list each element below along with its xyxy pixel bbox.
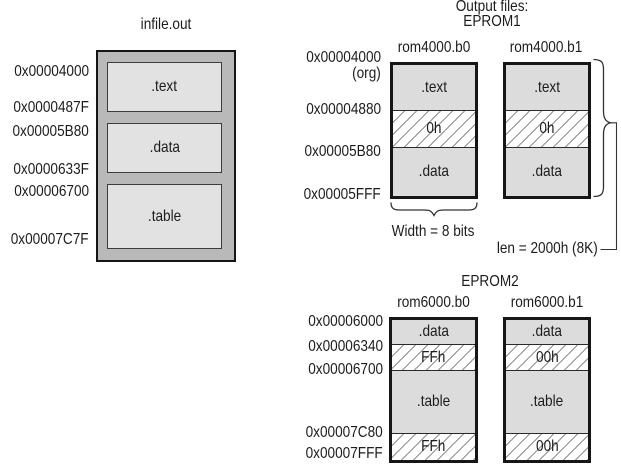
infile-section-table: .table — [107, 184, 222, 249]
len-right-brace-icon — [593, 58, 614, 198]
eprom1-b0-section-data: .data — [393, 148, 475, 196]
section-label-table: .table — [147, 207, 182, 225]
eprom2-title: EPROM2 — [461, 272, 519, 290]
eprom2-b0-section-fill-ffh-1: FFh — [392, 344, 475, 371]
infile-address-3: 0x0000633F — [13, 160, 89, 178]
eprom2-file1-name: rom6000.b1 — [510, 294, 584, 311]
section-label: .table — [530, 393, 564, 410]
eprom2-b1-section-fill-00h-1: 00h — [506, 344, 588, 371]
eprom2-b1-section-fill-00h-2: 00h — [506, 433, 588, 460]
output-files-header: Output files: EPROM1 — [428, 0, 556, 29]
infile-address-4: 0x00006700 — [14, 182, 89, 200]
fill-value-label: 00h — [535, 438, 559, 455]
section-label: .table — [416, 393, 451, 410]
eprom2-b0-section-table: .table — [392, 371, 475, 433]
eprom1-b0-section-fill-0h: 0h — [393, 110, 475, 148]
fill-value-label: FFh — [421, 438, 446, 455]
eprom2-address-0: 0x00006000 — [308, 312, 383, 330]
width-label: Width = 8 bits — [391, 222, 475, 240]
eprom1-rom4000b1-box: .text 0h .data — [503, 62, 591, 199]
eprom1-b0-section-text: .text — [393, 65, 475, 110]
len-label: len = 2000h (8K) — [497, 239, 598, 257]
eprom1-b1-section-fill-0h: 0h — [506, 110, 588, 148]
infile-address-0: 0x00004000 — [14, 63, 89, 80]
section-label: .data — [418, 163, 450, 180]
fill-value-label: FFh — [421, 348, 446, 366]
eprom1-file0-name: rom4000.b0 — [397, 38, 471, 56]
eprom1-address-3: 0x00005FFF — [303, 185, 381, 203]
eprom2-address-4: 0x00007FFF — [305, 444, 383, 462]
eprom2-address-3: 0x00007C80 — [305, 423, 383, 441]
eprom2-rom6000b1-box: .data 00h .table 00h — [503, 317, 591, 463]
section-label-text: .text — [151, 78, 178, 95]
eprom2-b0-section-fill-ffh-2: FFh — [392, 433, 475, 460]
section-label-data: .data — [149, 139, 180, 156]
infile-section-text: .text — [107, 62, 222, 112]
fill-value-label: 0h — [539, 120, 555, 137]
infile-title: infile.out — [140, 15, 192, 33]
section-label: .data — [418, 323, 449, 340]
eprom2-b1-section-table: .table — [506, 371, 588, 433]
eprom2-address-2: 0x00006700 — [308, 360, 383, 378]
eprom1-address-2: 0x00005B80 — [304, 142, 381, 160]
len-connector-line — [600, 122, 618, 251]
eprom1-address-org: (org) — [352, 64, 381, 82]
eprom2-address-1: 0x00006340 — [308, 337, 383, 355]
eprom2-b0-section-data: .data — [392, 320, 475, 344]
eprom1-address-0: 0x00004000 — [306, 49, 381, 66]
eprom1-rom4000b0-box: .text 0h .data — [390, 62, 478, 199]
eprom1-b1-section-text: .text — [506, 65, 588, 110]
section-label: .data — [531, 163, 563, 180]
infile-address-2: 0x00005B80 — [12, 122, 89, 140]
output-files-label: Output files: — [455, 0, 529, 15]
section-label: .data — [531, 323, 563, 340]
section-label: .text — [421, 78, 447, 96]
eprom1-b1-section-data: .data — [506, 148, 588, 196]
infile-address-1: 0x0000487F — [13, 99, 89, 116]
eprom2-file0-name: rom6000.b0 — [397, 294, 470, 311]
eprom2-b1-section-data: .data — [506, 320, 588, 344]
infile-address-5: 0x00007C7F — [11, 230, 89, 248]
eprom1-file1-name: rom4000.b1 — [509, 38, 583, 56]
infile-section-data: .data — [107, 123, 222, 173]
width-underbrace-icon — [390, 202, 478, 217]
eprom1-title: EPROM1 — [463, 12, 521, 30]
eprom2-rom6000b0-box: .data FFh .table FFh — [389, 317, 478, 463]
eprom1-address-1: 0x00004880 — [306, 100, 381, 118]
section-label: .text — [534, 78, 560, 96]
fill-value-label: 00h — [535, 348, 559, 366]
fill-value-label: 0h — [426, 120, 442, 137]
